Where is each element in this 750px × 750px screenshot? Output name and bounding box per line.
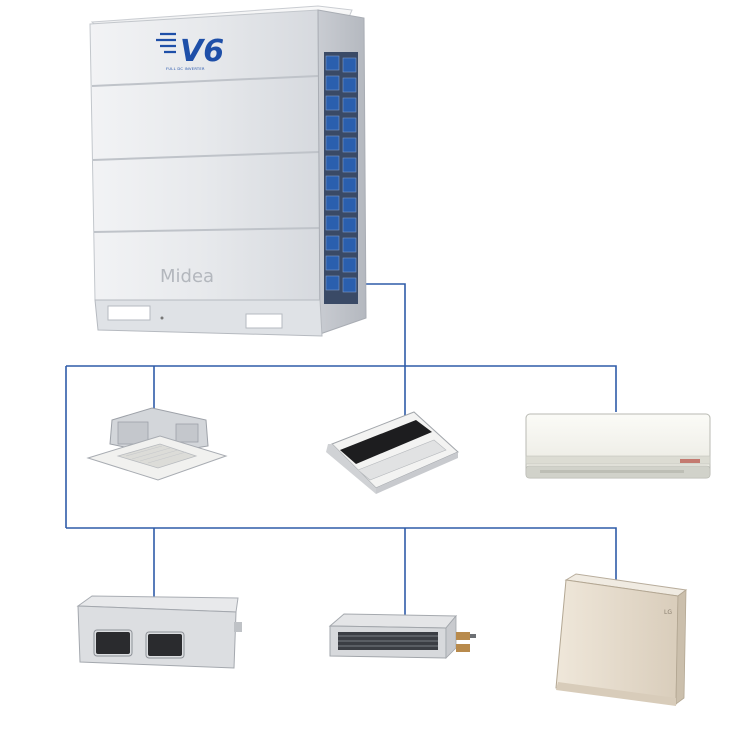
four-way-cassette-unit [86, 407, 228, 481]
pipe-lower-header [66, 527, 617, 582]
midea-logo-text: Midea [160, 266, 214, 287]
pipe-main-line [366, 283, 406, 418]
lg-logo: LG [664, 609, 672, 616]
wall-mounted-unit [525, 413, 711, 479]
floor-standing-console-unit: LG [555, 573, 688, 706]
v6-badge: V6 FULL DC INVERTER [156, 32, 224, 71]
v6-badge-tagline: FULL DC INVERTER [166, 67, 205, 71]
pipe-upper-header [66, 365, 617, 412]
pipe-network [65, 283, 617, 616]
high-static-duct-unit [76, 595, 242, 669]
side-grille [324, 52, 358, 304]
outdoor-unit: V6 FULL DC INVERTER Midea [89, 5, 367, 337]
slim-duct-unit [328, 613, 476, 659]
one-way-cassette-unit [326, 411, 459, 494]
midea-logo: Midea [160, 266, 214, 287]
v6-badge-text: V6 [180, 34, 224, 69]
lg-logo-text: LG [664, 609, 672, 616]
